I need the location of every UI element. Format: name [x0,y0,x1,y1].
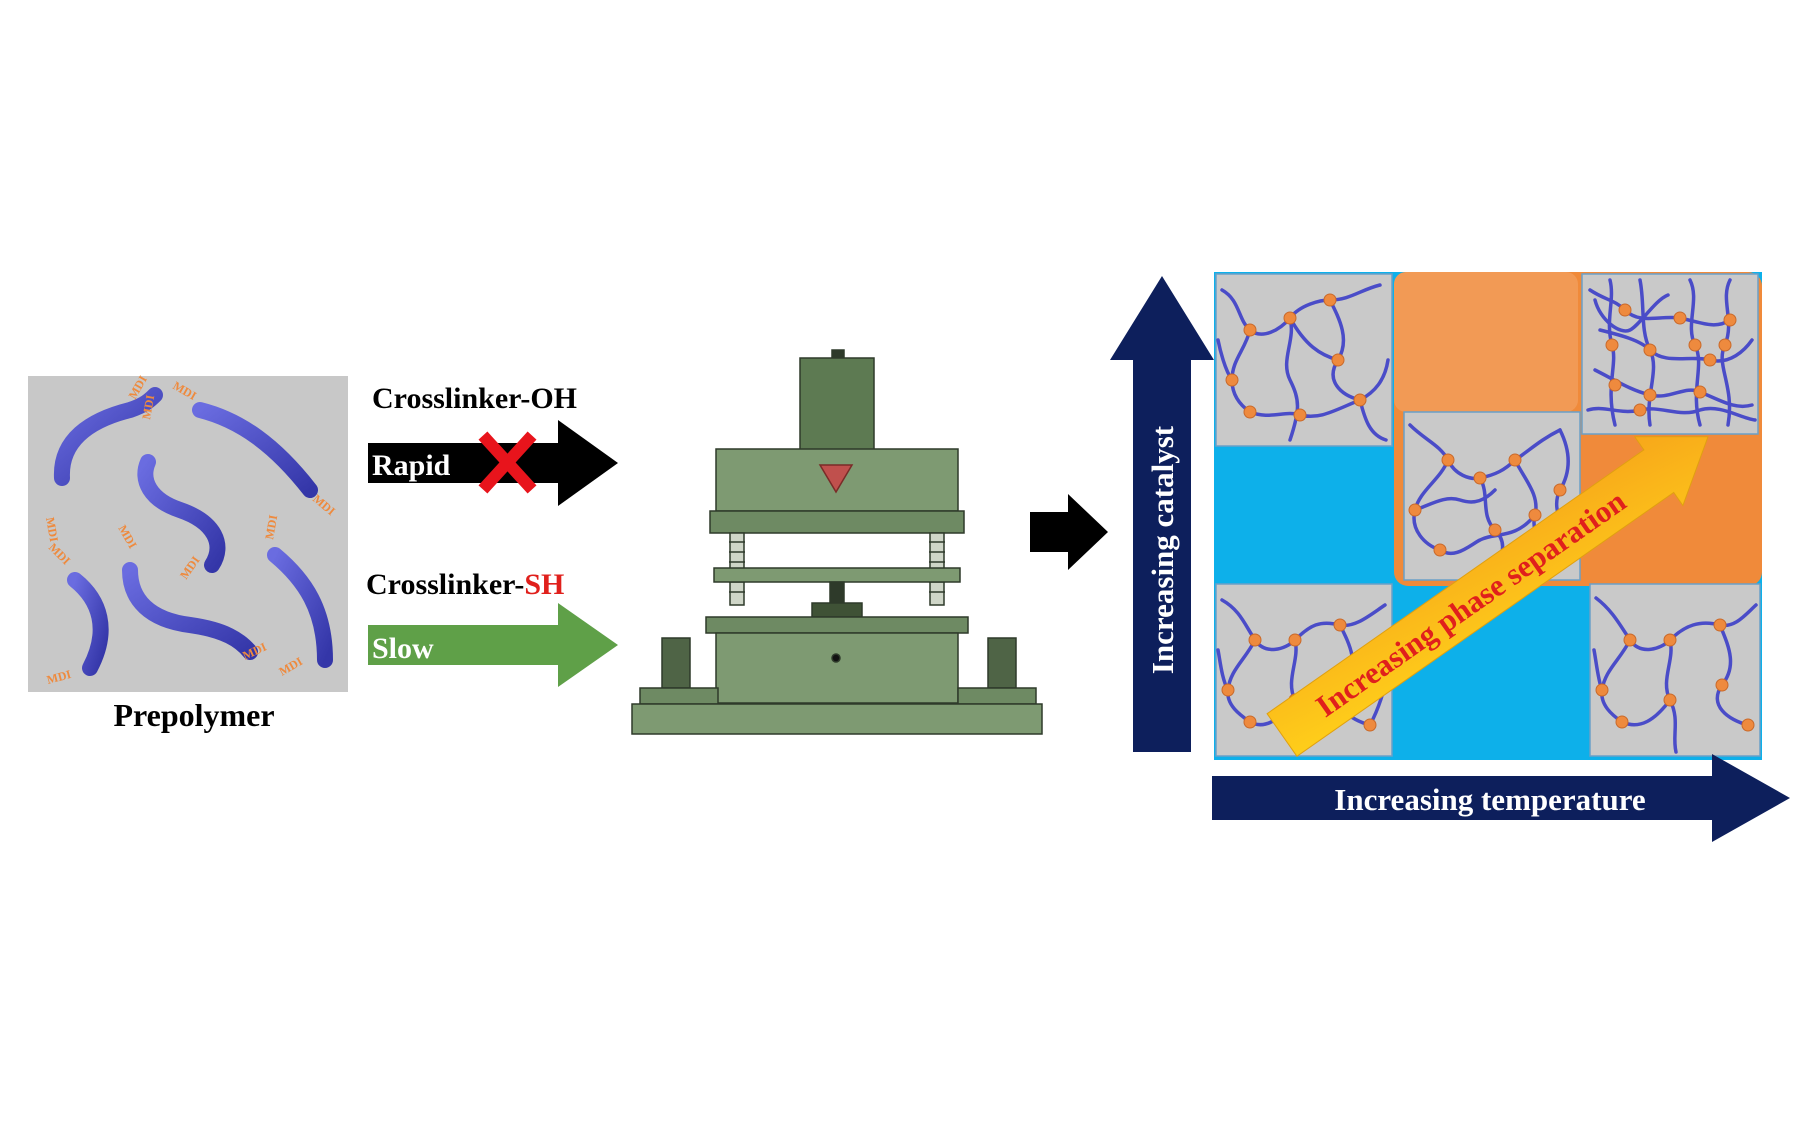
prepolymer-chains [53,387,333,676]
prepolymer-box [28,376,348,692]
prepolymer-chain [53,387,163,486]
catalyst-axis-arrow [1110,276,1214,752]
route-rapid-title: Crosslinker-OH [372,382,577,415]
result-grid: Increasing phase separation [1214,272,1762,760]
press-mold [811,602,863,618]
temperature-axis-arrow [1212,754,1790,842]
press-base-dot [831,653,841,663]
route-rapid-arrow [368,420,618,506]
mdi-label: MDI [262,513,280,540]
route-slow-title-suffix: SH [524,568,564,601]
press-right-foot [957,687,1037,705]
prepolymer-chain [192,402,318,498]
press-base-block [715,632,959,704]
catalyst-axis: Increasing catalyst [1110,276,1214,752]
hot-press-illustration [631,349,1043,735]
catalyst-axis-label: Increasing catalyst [1145,425,1180,674]
press-lower-plate [705,616,969,634]
prepolymer-caption: Prepolymer [113,697,274,733]
route-slow-title: Crosslinker-SH [366,568,564,601]
route-rapid-title-text: Crosslinker- [372,382,530,415]
prepolymer-panel: MDI MDI MDI MDI MDI MDI MDI MDI MDI MDI … [28,373,348,733]
press-indicator-icon [818,464,854,494]
press-right-post [987,637,1017,689]
press-ground [631,703,1043,735]
blocked-cross-icon [478,431,537,494]
press-mold-stem [829,581,845,605]
grid-highlight-top [1394,272,1578,412]
crosslink-nodes [1221,293,1755,732]
temperature-axis: Increasing temperature [1212,754,1790,842]
route-slow-title-text: Crosslinker- [366,568,524,601]
press-cylinder [799,357,875,451]
route-slow-arrow [368,603,618,687]
press-left-foot [639,687,719,705]
press-middle-plate [713,567,961,583]
prepolymer-chain [67,572,109,676]
process-arrow [1030,494,1108,570]
mdi-label: MDI [43,516,61,543]
temperature-axis-label: Increasing temperature [1334,782,1645,817]
press-upper-plate [709,510,965,534]
press-left-post [661,637,691,689]
route-rapid-title-suffix: OH [530,382,577,415]
prepolymer-chain [267,547,333,668]
mdi-label: MDI [139,393,157,420]
route-slow: Crosslinker-SH Slow [366,568,618,687]
prepolymer-chain [122,562,258,660]
prepolymer-chain [137,454,226,573]
phase-separation-arrow-shape [1266,436,1709,757]
route-slow-label: Slow [372,632,434,665]
mdi-label: MDI [45,667,73,687]
route-rapid-label: Rapid [372,449,451,482]
route-rapid: Crosslinker-OH Rapid [368,382,618,506]
